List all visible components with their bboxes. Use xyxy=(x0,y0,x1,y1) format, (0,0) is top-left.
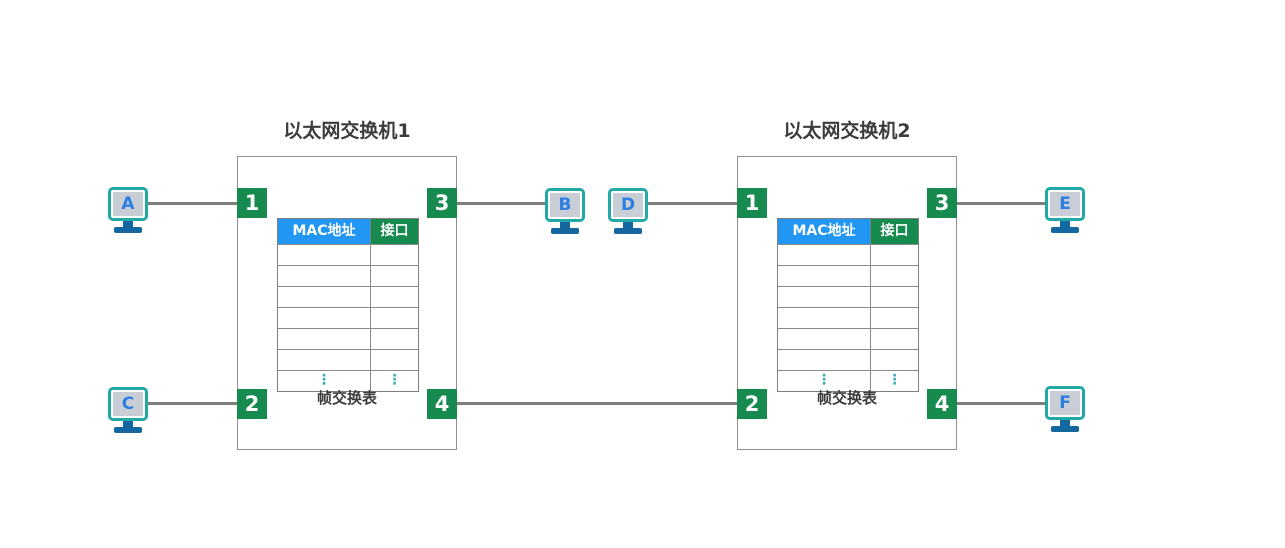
host-e: E xyxy=(1043,187,1087,233)
host-a: A xyxy=(106,187,150,233)
switch1-title: 以太网交换机1 xyxy=(283,120,411,142)
mac-cell xyxy=(778,350,871,370)
table-row xyxy=(778,349,918,370)
interface-cell xyxy=(371,308,418,328)
computer-icon: F xyxy=(1045,386,1085,420)
switch2-port-4: 4 xyxy=(927,389,957,419)
interface-cell xyxy=(871,329,918,349)
host-c: C xyxy=(106,387,150,433)
monitor-stand-neck xyxy=(1060,221,1070,227)
host-f: F xyxy=(1043,386,1087,432)
table-row xyxy=(278,265,418,286)
switch1-port-2: 2 xyxy=(237,389,267,419)
switch2-title: 以太网交换机2 xyxy=(783,120,911,142)
mac-cell xyxy=(278,329,371,349)
mac-cell xyxy=(778,308,871,328)
table-row xyxy=(278,244,418,265)
interface-ellipsis: ⋮ xyxy=(387,372,402,388)
table-row xyxy=(278,286,418,307)
interface-cell xyxy=(371,266,418,286)
interface-cell xyxy=(371,329,418,349)
link-switch1-port4-switch2-port2 xyxy=(457,402,737,405)
switch2-table-label: 帧交换表 xyxy=(816,389,877,407)
monitor-stand-base xyxy=(114,427,142,433)
monitor-stand-neck xyxy=(560,222,570,228)
host-label: F xyxy=(1050,391,1080,415)
mac-cell xyxy=(278,287,371,307)
computer-icon: B xyxy=(545,188,585,222)
switch1-port-1: 1 xyxy=(237,188,267,218)
mac-cell xyxy=(278,266,371,286)
table-row xyxy=(778,244,918,265)
computer-icon: C xyxy=(108,387,148,421)
host-label: A xyxy=(113,192,143,216)
mac-ellipsis: ⋮ xyxy=(278,371,371,391)
mac-cell xyxy=(778,245,871,265)
table-row xyxy=(278,328,418,349)
switch2-mac-table: MAC地址 接口 ⋮ ⋮ xyxy=(777,218,919,392)
monitor-stand-base xyxy=(1051,426,1079,432)
mac-ellipsis: ⋮ xyxy=(778,371,871,391)
host-d: D xyxy=(606,188,650,234)
table-row xyxy=(278,307,418,328)
table-row xyxy=(778,265,918,286)
table-row-ellipsis: ⋮ ⋮ xyxy=(278,370,418,391)
interface-header: 接口 xyxy=(371,219,418,244)
mac-cell xyxy=(278,350,371,370)
monitor-stand-neck xyxy=(1060,420,1070,426)
interface-cell xyxy=(871,350,918,370)
link-switch1-port3-hostb xyxy=(457,202,545,205)
monitor-stand-base xyxy=(1051,227,1079,233)
switch2-port-3: 3 xyxy=(927,188,957,218)
switch2-port-1: 1 xyxy=(737,188,767,218)
mac-cell xyxy=(778,266,871,286)
interface-header: 接口 xyxy=(871,219,918,244)
monitor-stand-neck xyxy=(123,421,133,427)
mac-table-header: MAC地址 接口 xyxy=(278,219,418,244)
link-hosta-switch1-port1 xyxy=(148,202,237,205)
interface-ellipsis: ⋮ xyxy=(887,372,902,388)
switch2-port-2: 2 xyxy=(737,389,767,419)
host-b: B xyxy=(543,188,587,234)
host-label: D xyxy=(613,193,643,217)
switch1-mac-table: MAC地址 接口 ⋮ ⋮ xyxy=(277,218,419,392)
mac-address-header: MAC地址 xyxy=(778,219,871,244)
computer-icon: E xyxy=(1045,187,1085,221)
table-row xyxy=(278,349,418,370)
computer-icon: D xyxy=(608,188,648,222)
link-switch2-port4-hostf xyxy=(957,402,1045,405)
monitor-stand-base xyxy=(614,228,642,234)
interface-cell xyxy=(871,287,918,307)
host-label: C xyxy=(113,392,143,416)
table-row-ellipsis: ⋮ ⋮ xyxy=(778,370,918,391)
monitor-stand-neck xyxy=(623,222,633,228)
interface-cell xyxy=(371,287,418,307)
mac-cell xyxy=(778,287,871,307)
link-hostc-switch1-port2 xyxy=(148,402,237,405)
switch1-table-label: 帧交换表 xyxy=(316,389,377,407)
interface-cell xyxy=(871,245,918,265)
mac-cell xyxy=(278,308,371,328)
interface-cell xyxy=(371,245,418,265)
link-switch2-port3-hoste xyxy=(957,202,1045,205)
mac-cell xyxy=(778,329,871,349)
host-label: E xyxy=(1050,192,1080,216)
monitor-stand-base xyxy=(114,227,142,233)
table-row xyxy=(778,307,918,328)
table-row xyxy=(778,328,918,349)
link-hostd-switch2-port1 xyxy=(648,202,737,205)
mac-address-header: MAC地址 xyxy=(278,219,371,244)
host-label: B xyxy=(550,193,580,217)
switch1-port-4: 4 xyxy=(427,389,457,419)
switch1-port-3: 3 xyxy=(427,188,457,218)
monitor-stand-base xyxy=(551,228,579,234)
table-row xyxy=(778,286,918,307)
mac-cell xyxy=(278,245,371,265)
interface-cell xyxy=(871,308,918,328)
interface-cell xyxy=(871,266,918,286)
interface-cell xyxy=(371,350,418,370)
mac-table-header: MAC地址 接口 xyxy=(778,219,918,244)
computer-icon: A xyxy=(108,187,148,221)
monitor-stand-neck xyxy=(123,221,133,227)
